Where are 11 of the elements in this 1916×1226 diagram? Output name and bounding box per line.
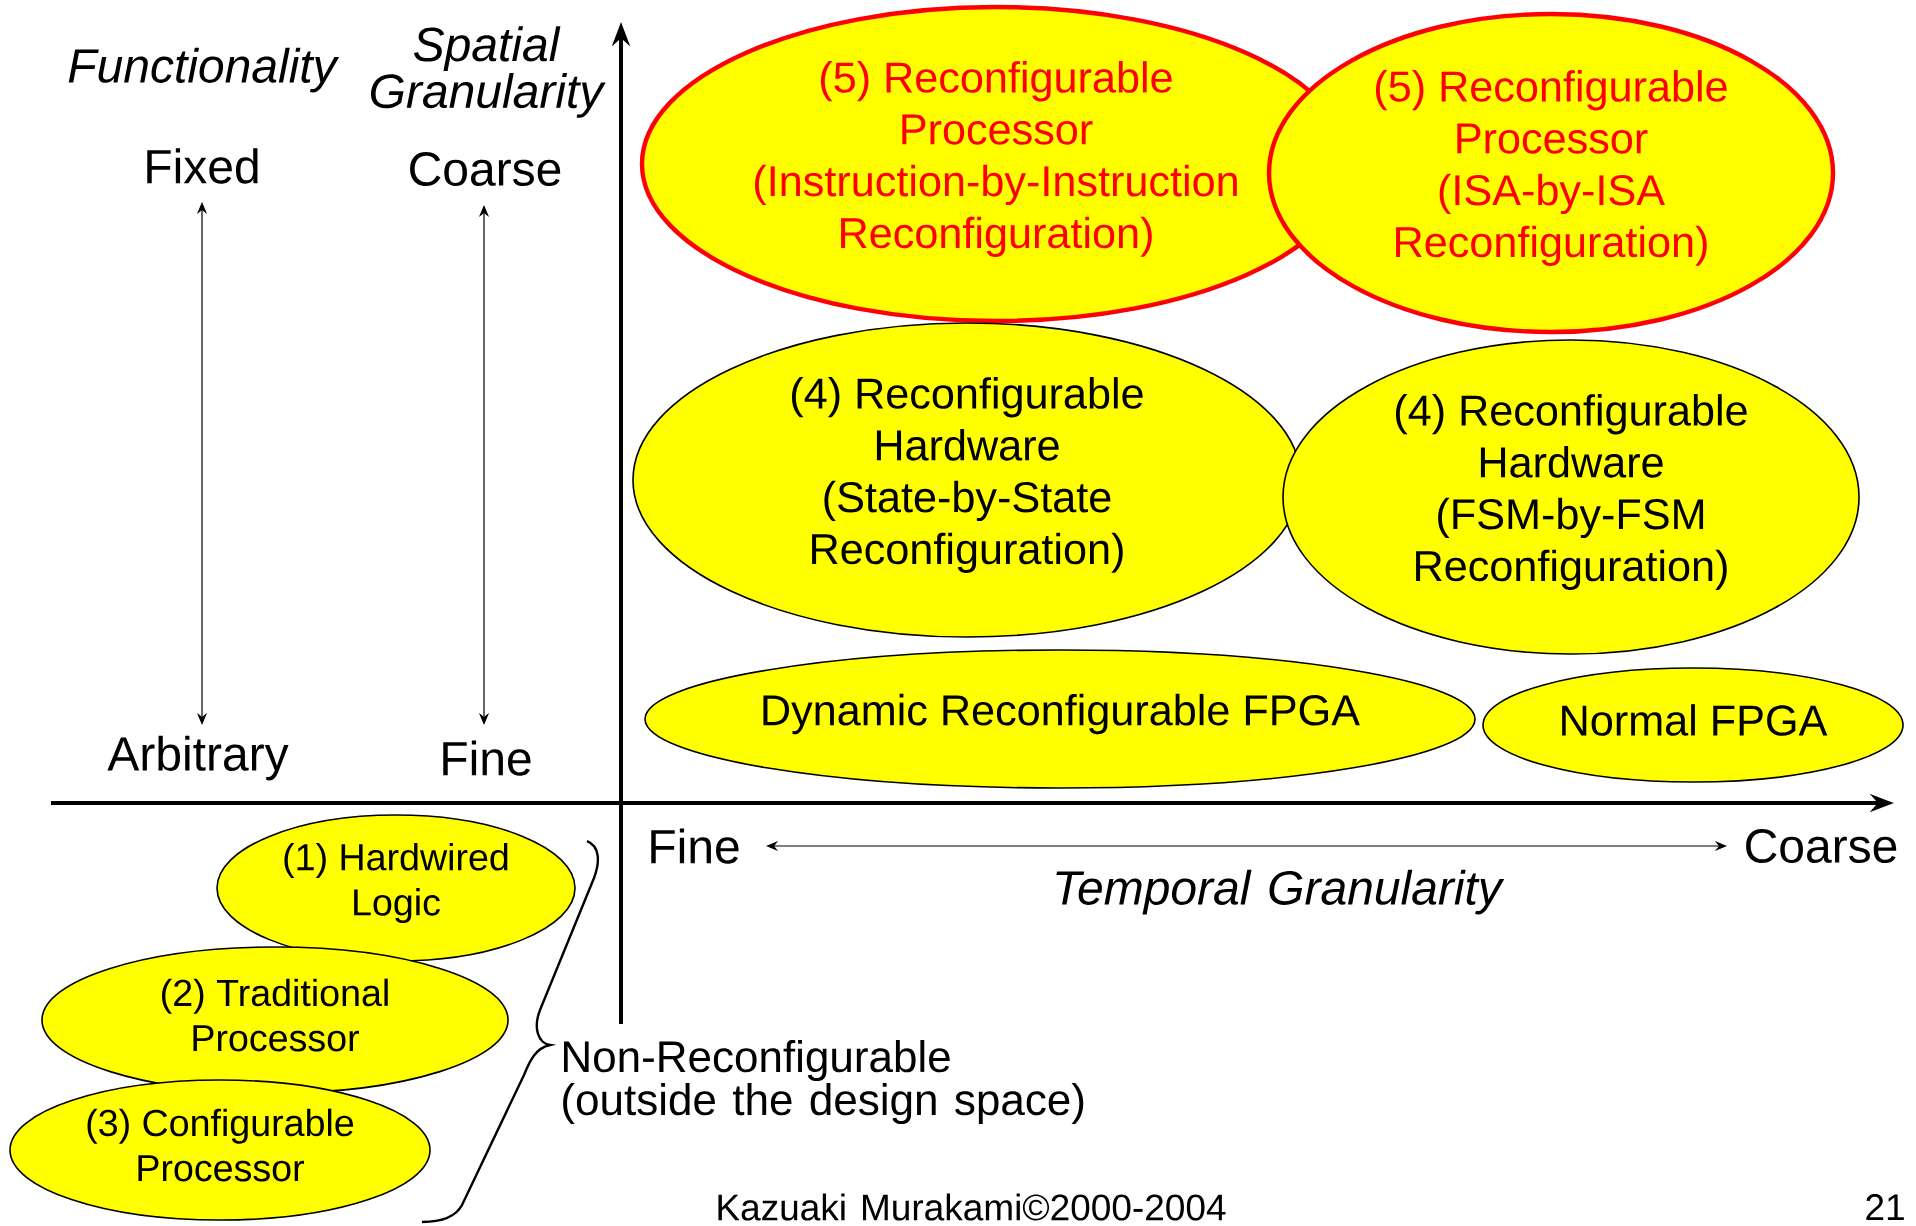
axis-title: Temporal Granularity	[1056, 869, 1505, 915]
scale-label: Coarse	[410, 152, 561, 186]
page-number: 21	[1866, 1194, 1904, 1220]
scale-label: Coarse	[1746, 829, 1897, 863]
scale-label: Arbitrary	[107, 735, 289, 781]
note-text: Non-Reconfigurable (outside the design space)	[563, 1040, 1084, 1124]
axis-title: Functionality	[68, 47, 340, 93]
scale-label: Fine	[443, 740, 531, 776]
scale-label: Fixed	[147, 148, 258, 184]
scale-label: Fine	[651, 828, 739, 864]
footer-text: Kazuaki Murakami©2000-2004	[718, 1193, 1226, 1221]
